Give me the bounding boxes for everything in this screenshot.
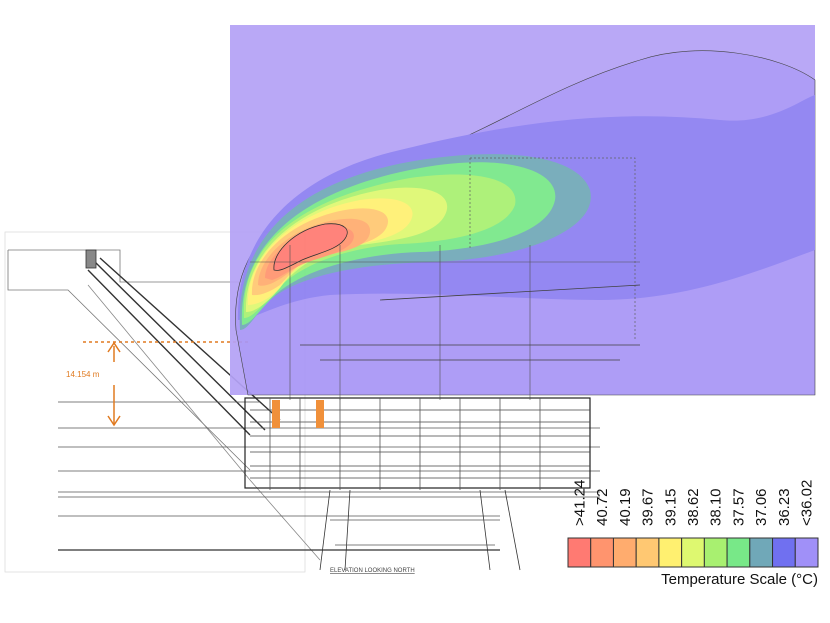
- legend-level-label: 39.67: [640, 488, 657, 526]
- temperature-contour-overlay: [230, 25, 816, 400]
- legend-level-label: 40.19: [617, 488, 634, 526]
- legend-level-label: 40.72: [594, 488, 611, 526]
- legend-swatch: [658, 537, 683, 568]
- legend-swatch: [794, 537, 819, 568]
- platform-drawing: [4, 231, 600, 573]
- drawing-caption: ELEVATION LOOKING NORTH: [330, 568, 415, 574]
- legend-level-label: 39.15: [662, 488, 679, 526]
- legend-level-label: >41.24: [571, 480, 588, 526]
- dimension-label: 14.154 m: [66, 370, 100, 379]
- legend-swatch: [772, 537, 796, 568]
- height-dimension: [83, 341, 250, 427]
- legend-level-label: 38.10: [708, 488, 725, 526]
- legend-swatch: [749, 537, 774, 568]
- legend-level-label: 37.06: [753, 488, 770, 526]
- legend-level-label: 37.57: [730, 488, 747, 526]
- legend-swatch: [681, 537, 705, 568]
- legend-swatch: [567, 537, 592, 568]
- legend-swatch: [703, 537, 728, 568]
- legend-swatch: [612, 537, 637, 568]
- legend-level-label: 36.23: [776, 488, 793, 526]
- legend-swatch: [590, 537, 614, 568]
- legend-title: Temperature Scale (°C): [661, 571, 818, 588]
- legend-swatch: [726, 537, 751, 568]
- legend-swatch: [635, 537, 660, 568]
- legend-level-label: 38.62: [685, 488, 702, 526]
- temperature-legend: >41.24 40.72 40.19 39.67 39.15 38.62 38.10 37.5…: [567, 480, 819, 568]
- legend-level-label: <36.02: [799, 480, 816, 526]
